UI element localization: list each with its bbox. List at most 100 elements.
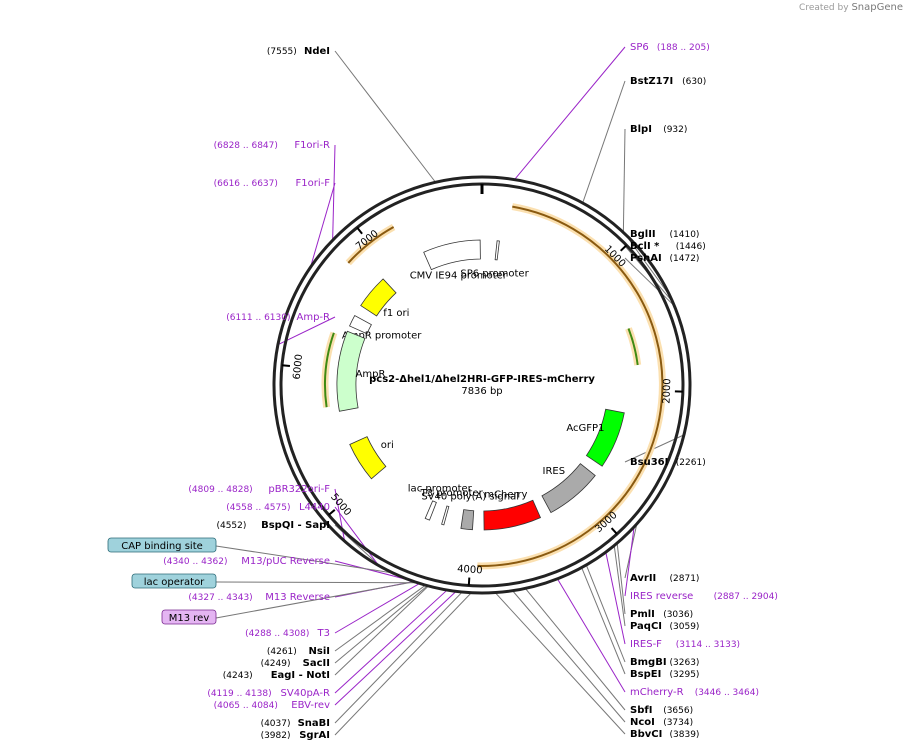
feature-ampr[interactable] bbox=[336, 330, 366, 412]
tick-mark bbox=[328, 509, 336, 516]
site-name: BspQI - SapI bbox=[261, 520, 330, 531]
site-position: (3839) bbox=[670, 730, 700, 740]
leader-line bbox=[215, 581, 415, 619]
enzyme-sgrai[interactable]: SgrAI(3982) bbox=[261, 730, 330, 741]
enzyme-ncoi[interactable]: NcoI(3734) bbox=[630, 717, 693, 728]
tick-label: 2000 bbox=[661, 378, 673, 404]
site-name: SacII bbox=[303, 658, 330, 669]
leader-line bbox=[585, 564, 626, 663]
primer-amp-r[interactable]: Amp-R(6111 .. 6130) bbox=[226, 312, 330, 323]
leader-lines bbox=[215, 46, 685, 736]
tick-mark bbox=[281, 364, 291, 367]
box-lac-operator[interactable]: lac operator bbox=[131, 573, 217, 589]
backbone-outer-ring bbox=[272, 175, 692, 595]
enzyme-nsii[interactable]: NsiI(4261) bbox=[267, 646, 330, 657]
box-m13-rev[interactable]: M13 rev bbox=[161, 609, 217, 625]
enzyme-bbvci[interactable]: BbvCI (3839) bbox=[630, 729, 699, 740]
site-position: (7555) bbox=[267, 47, 297, 57]
primer-sp6[interactable]: SP6(188 .. 205) bbox=[630, 42, 710, 53]
site-position: (932) bbox=[663, 125, 687, 135]
site-position: (3036) bbox=[663, 610, 693, 620]
primer-ebv-rev[interactable]: EBV-rev(4065 .. 4084) bbox=[214, 700, 330, 711]
orf-arcs bbox=[321, 203, 666, 570]
tick-mark bbox=[467, 577, 471, 586]
primer-f1ori-f[interactable]: F1ori-F (6616 .. 6637) bbox=[214, 178, 331, 189]
primer-m13-reverse[interactable]: M13 Reverse(4327 .. 4343) bbox=[188, 592, 330, 603]
enzyme-pmli[interactable]: PmlI(3036) bbox=[630, 609, 693, 620]
site-name: SV40pA-R bbox=[281, 688, 330, 699]
site-position: (3734) bbox=[663, 718, 693, 728]
feature-f1-ori[interactable] bbox=[360, 278, 397, 317]
enzyme-avrii[interactable]: AvrII(2871) bbox=[630, 573, 699, 584]
site-name: IRES-F bbox=[630, 639, 662, 650]
leader-line bbox=[215, 581, 418, 584]
primer-ires-f[interactable]: IRES-F(3114 .. 3133) bbox=[630, 639, 740, 650]
enzyme-bsu36i[interactable]: Bsu36I(2261) bbox=[630, 457, 706, 468]
feature-mcherry[interactable] bbox=[483, 499, 542, 531]
feature-sp6-promoter[interactable] bbox=[494, 240, 500, 261]
site-position: (4288 .. 4308) bbox=[245, 629, 309, 639]
feature-t3-promoter[interactable] bbox=[441, 505, 450, 526]
enzyme-pshai[interactable]: PshAI(1472) bbox=[630, 253, 699, 264]
enzyme-eagi-noti[interactable]: EagI - NotI(4243) bbox=[223, 670, 330, 681]
box-cap-binding-site[interactable]: CAP binding site bbox=[107, 537, 217, 553]
enzyme-bglii[interactable]: BglII(1410) bbox=[630, 229, 699, 240]
enzyme-sbfi[interactable]: SbfI(3656) bbox=[630, 705, 693, 716]
orf-arc bbox=[627, 328, 639, 366]
primer-pbr322ori-f[interactable]: pBR322ori-F (4809 .. 4828) bbox=[188, 484, 330, 495]
site-position: (4249) bbox=[261, 659, 291, 669]
box-bg bbox=[107, 537, 217, 553]
primer-ires-reverse[interactable]: IRES reverse(2887 .. 2904) bbox=[630, 591, 778, 602]
site-name: BbvCI bbox=[630, 729, 662, 740]
feature-ori[interactable] bbox=[349, 436, 387, 480]
primer-t3[interactable]: T3(4288 .. 4308) bbox=[245, 628, 330, 639]
feature-ampr-promoter[interactable] bbox=[349, 314, 372, 335]
site-name: IRES reverse bbox=[630, 591, 693, 602]
feature-cmv-ie94-promoter[interactable] bbox=[423, 239, 481, 271]
feature-sv40-poly-a-signal[interactable] bbox=[460, 509, 475, 531]
feature-label: T3 promoter bbox=[420, 488, 484, 499]
enzyme-ndei[interactable]: NdeI(7555) bbox=[267, 46, 330, 57]
feature-lac-promoter[interactable] bbox=[424, 500, 437, 521]
feature-label: mCherry bbox=[484, 489, 527, 500]
feature-label: f1 ori bbox=[383, 308, 409, 319]
site-position: (3656) bbox=[663, 706, 693, 716]
site-position: (3263) bbox=[670, 658, 700, 668]
enzyme-blpi[interactable]: BlpI (932) bbox=[630, 124, 687, 135]
site-position: (6616 .. 6637) bbox=[214, 179, 278, 189]
tick-label: 6000 bbox=[292, 354, 305, 380]
enzyme-bspqi-sapi[interactable]: BspQI - SapI(4552) bbox=[216, 520, 330, 531]
primer-m13-puc-reverse[interactable]: M13/pUC Reverse(4340 .. 4362) bbox=[163, 556, 330, 567]
tick-mark bbox=[610, 527, 618, 535]
feature-acgfp1[interactable] bbox=[585, 408, 625, 467]
enzyme-sacii[interactable]: SacII (4249) bbox=[261, 658, 330, 669]
leader-line bbox=[514, 46, 626, 180]
site-name: pBR322ori-F bbox=[268, 484, 330, 495]
primer-l4440[interactable]: L4440(4558 .. 4575) bbox=[226, 502, 330, 513]
site-position: (4809 .. 4828) bbox=[188, 485, 252, 495]
orf-arc bbox=[477, 205, 664, 567]
site-position: (3059) bbox=[670, 622, 700, 632]
feature-ires[interactable] bbox=[541, 463, 596, 514]
primer-mcherry-r[interactable]: mCherry-R(3446 .. 3464) bbox=[630, 687, 759, 698]
leader-line bbox=[334, 50, 436, 183]
site-name: PshAI bbox=[630, 253, 662, 264]
site-position: (2871) bbox=[670, 574, 700, 584]
primer-f1ori-r[interactable]: F1ori-R(6828 .. 6847) bbox=[214, 140, 330, 151]
enzyme-bspei[interactable]: BspEI(3295) bbox=[630, 669, 699, 680]
site-position: (4065 .. 4084) bbox=[214, 701, 278, 711]
primer-sv40pa-r[interactable]: SV40pA-R(4119 .. 4138) bbox=[207, 688, 330, 699]
enzyme-paqci[interactable]: PaqCI(3059) bbox=[630, 621, 699, 632]
site-name: F1ori-F bbox=[296, 178, 331, 189]
enzyme-bstz17i[interactable]: BstZ17I(630) bbox=[630, 76, 706, 87]
leader-line bbox=[582, 80, 626, 204]
orf-arc bbox=[324, 332, 335, 408]
site-name: BlpI bbox=[630, 124, 652, 135]
feature-label: IRES bbox=[543, 466, 566, 477]
enzyme-bmgbi[interactable]: BmgBI(3263) bbox=[630, 657, 699, 668]
leader-line bbox=[512, 590, 626, 723]
enzyme-bcli-[interactable]: BclI *(1446) bbox=[630, 241, 706, 252]
site-position: (4340 .. 4362) bbox=[163, 557, 227, 567]
enzyme-snabi[interactable]: SnaBI(4037) bbox=[261, 718, 330, 729]
